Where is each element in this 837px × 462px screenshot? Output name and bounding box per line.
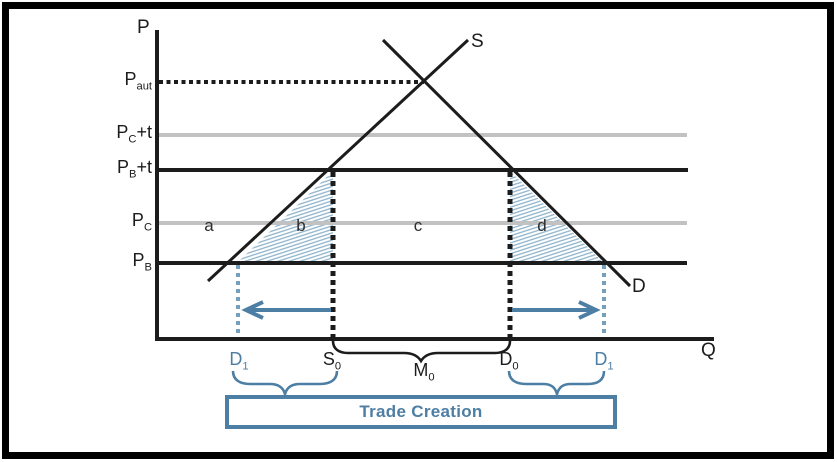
region-label-a: a bbox=[204, 216, 214, 235]
demand-curve-label: D bbox=[632, 276, 646, 297]
price-label-pc: PC bbox=[131, 210, 152, 234]
welfare-triangle-b bbox=[237, 171, 333, 263]
left-shift-arrow bbox=[241, 300, 331, 320]
demand-curve bbox=[381, 38, 632, 288]
supply-curve bbox=[206, 38, 470, 283]
supply-curve-label: S bbox=[471, 31, 484, 52]
quantity-label-s0: S0 bbox=[322, 349, 342, 373]
trade-creation-right-brace bbox=[507, 370, 606, 399]
quantity-label-m0: M0 bbox=[413, 360, 435, 384]
welfare-triangle-d bbox=[510, 171, 604, 263]
quantity-label-d1-right: D1 bbox=[594, 349, 614, 373]
x-axis-label: Q bbox=[701, 340, 716, 361]
region-label-c: c bbox=[413, 216, 423, 235]
region-label-b: b bbox=[296, 216, 306, 235]
quantity-label-d0: D0 bbox=[499, 349, 519, 373]
price-label-pb: PB bbox=[132, 250, 152, 274]
price-label-p-aut: Paut bbox=[124, 69, 152, 93]
right-shift-arrow bbox=[512, 300, 601, 320]
price-label-pc-plus-t: PC+t bbox=[116, 122, 152, 146]
region-label-d: d bbox=[537, 216, 547, 235]
y-axis-label: P bbox=[137, 17, 150, 38]
trade-creation-label: Trade Creation bbox=[359, 402, 483, 421]
quantity-label-d1-left: D1 bbox=[229, 349, 249, 373]
trade-creation-box: Trade Creation bbox=[225, 395, 617, 429]
price-label-pb-plus-t: PB+t bbox=[117, 157, 152, 181]
m0-brace bbox=[331, 340, 512, 364]
trade-creation-left-brace bbox=[231, 370, 339, 399]
